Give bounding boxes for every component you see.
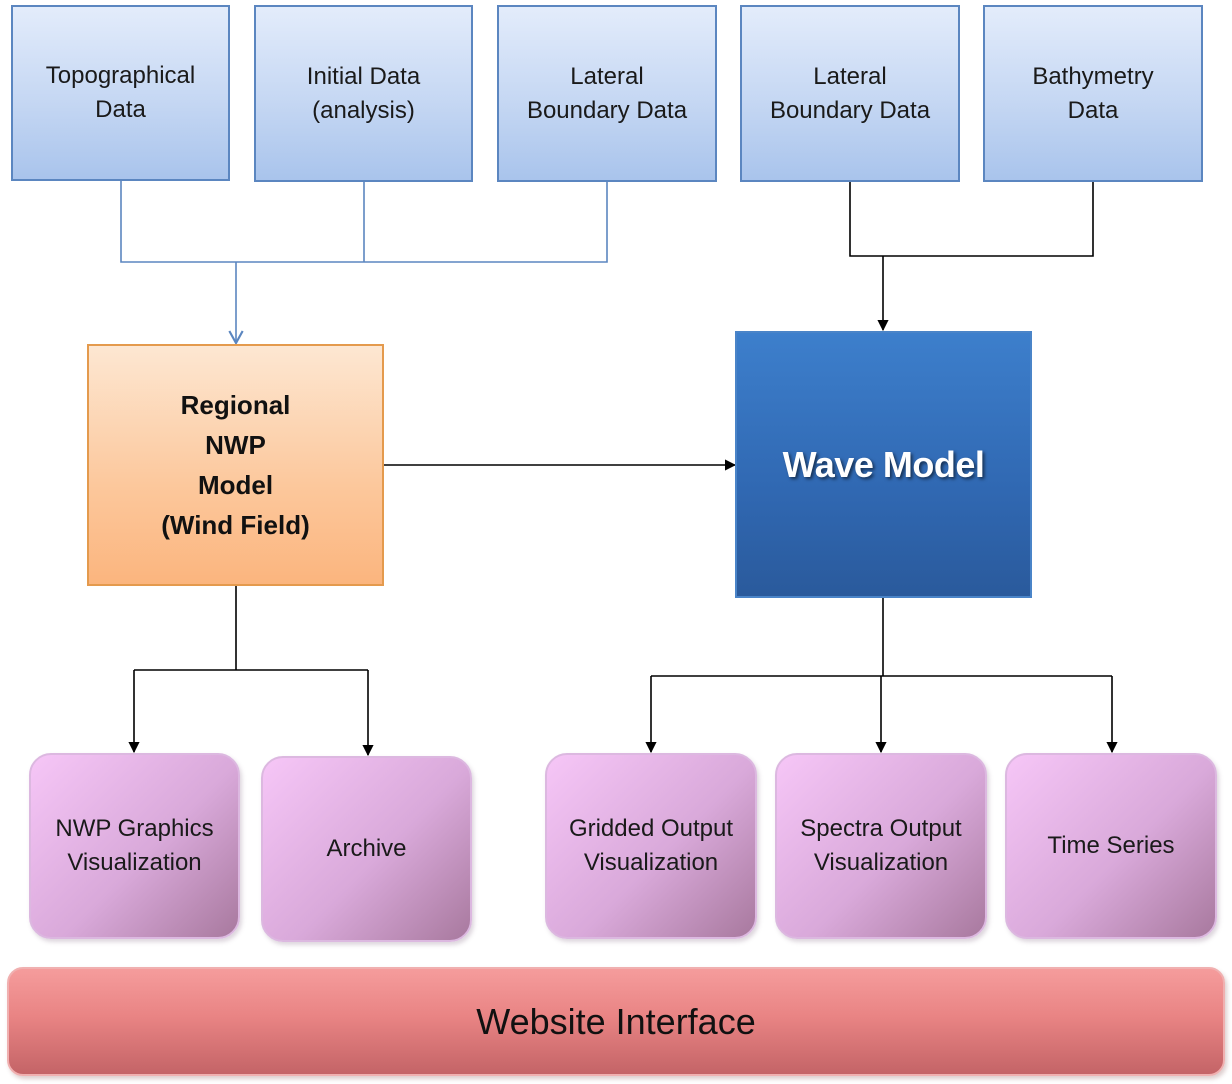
initial-data-box: Initial Data(analysis)	[254, 5, 473, 182]
nwp-output-connector	[128, 586, 374, 757]
website-interface-bar: Website Interface	[7, 967, 1225, 1076]
wave-model-box: Wave Model	[735, 331, 1032, 598]
archive-box: Archive	[261, 756, 472, 942]
nwp-input-connector	[120, 180, 608, 346]
regional-nwp-model-box: Regional NWP Model (Wind Field)	[87, 344, 384, 586]
time-series-box: Time Series	[1005, 753, 1217, 939]
wave-input-connector	[849, 180, 1094, 332]
wave-output-connector	[645, 597, 1118, 754]
